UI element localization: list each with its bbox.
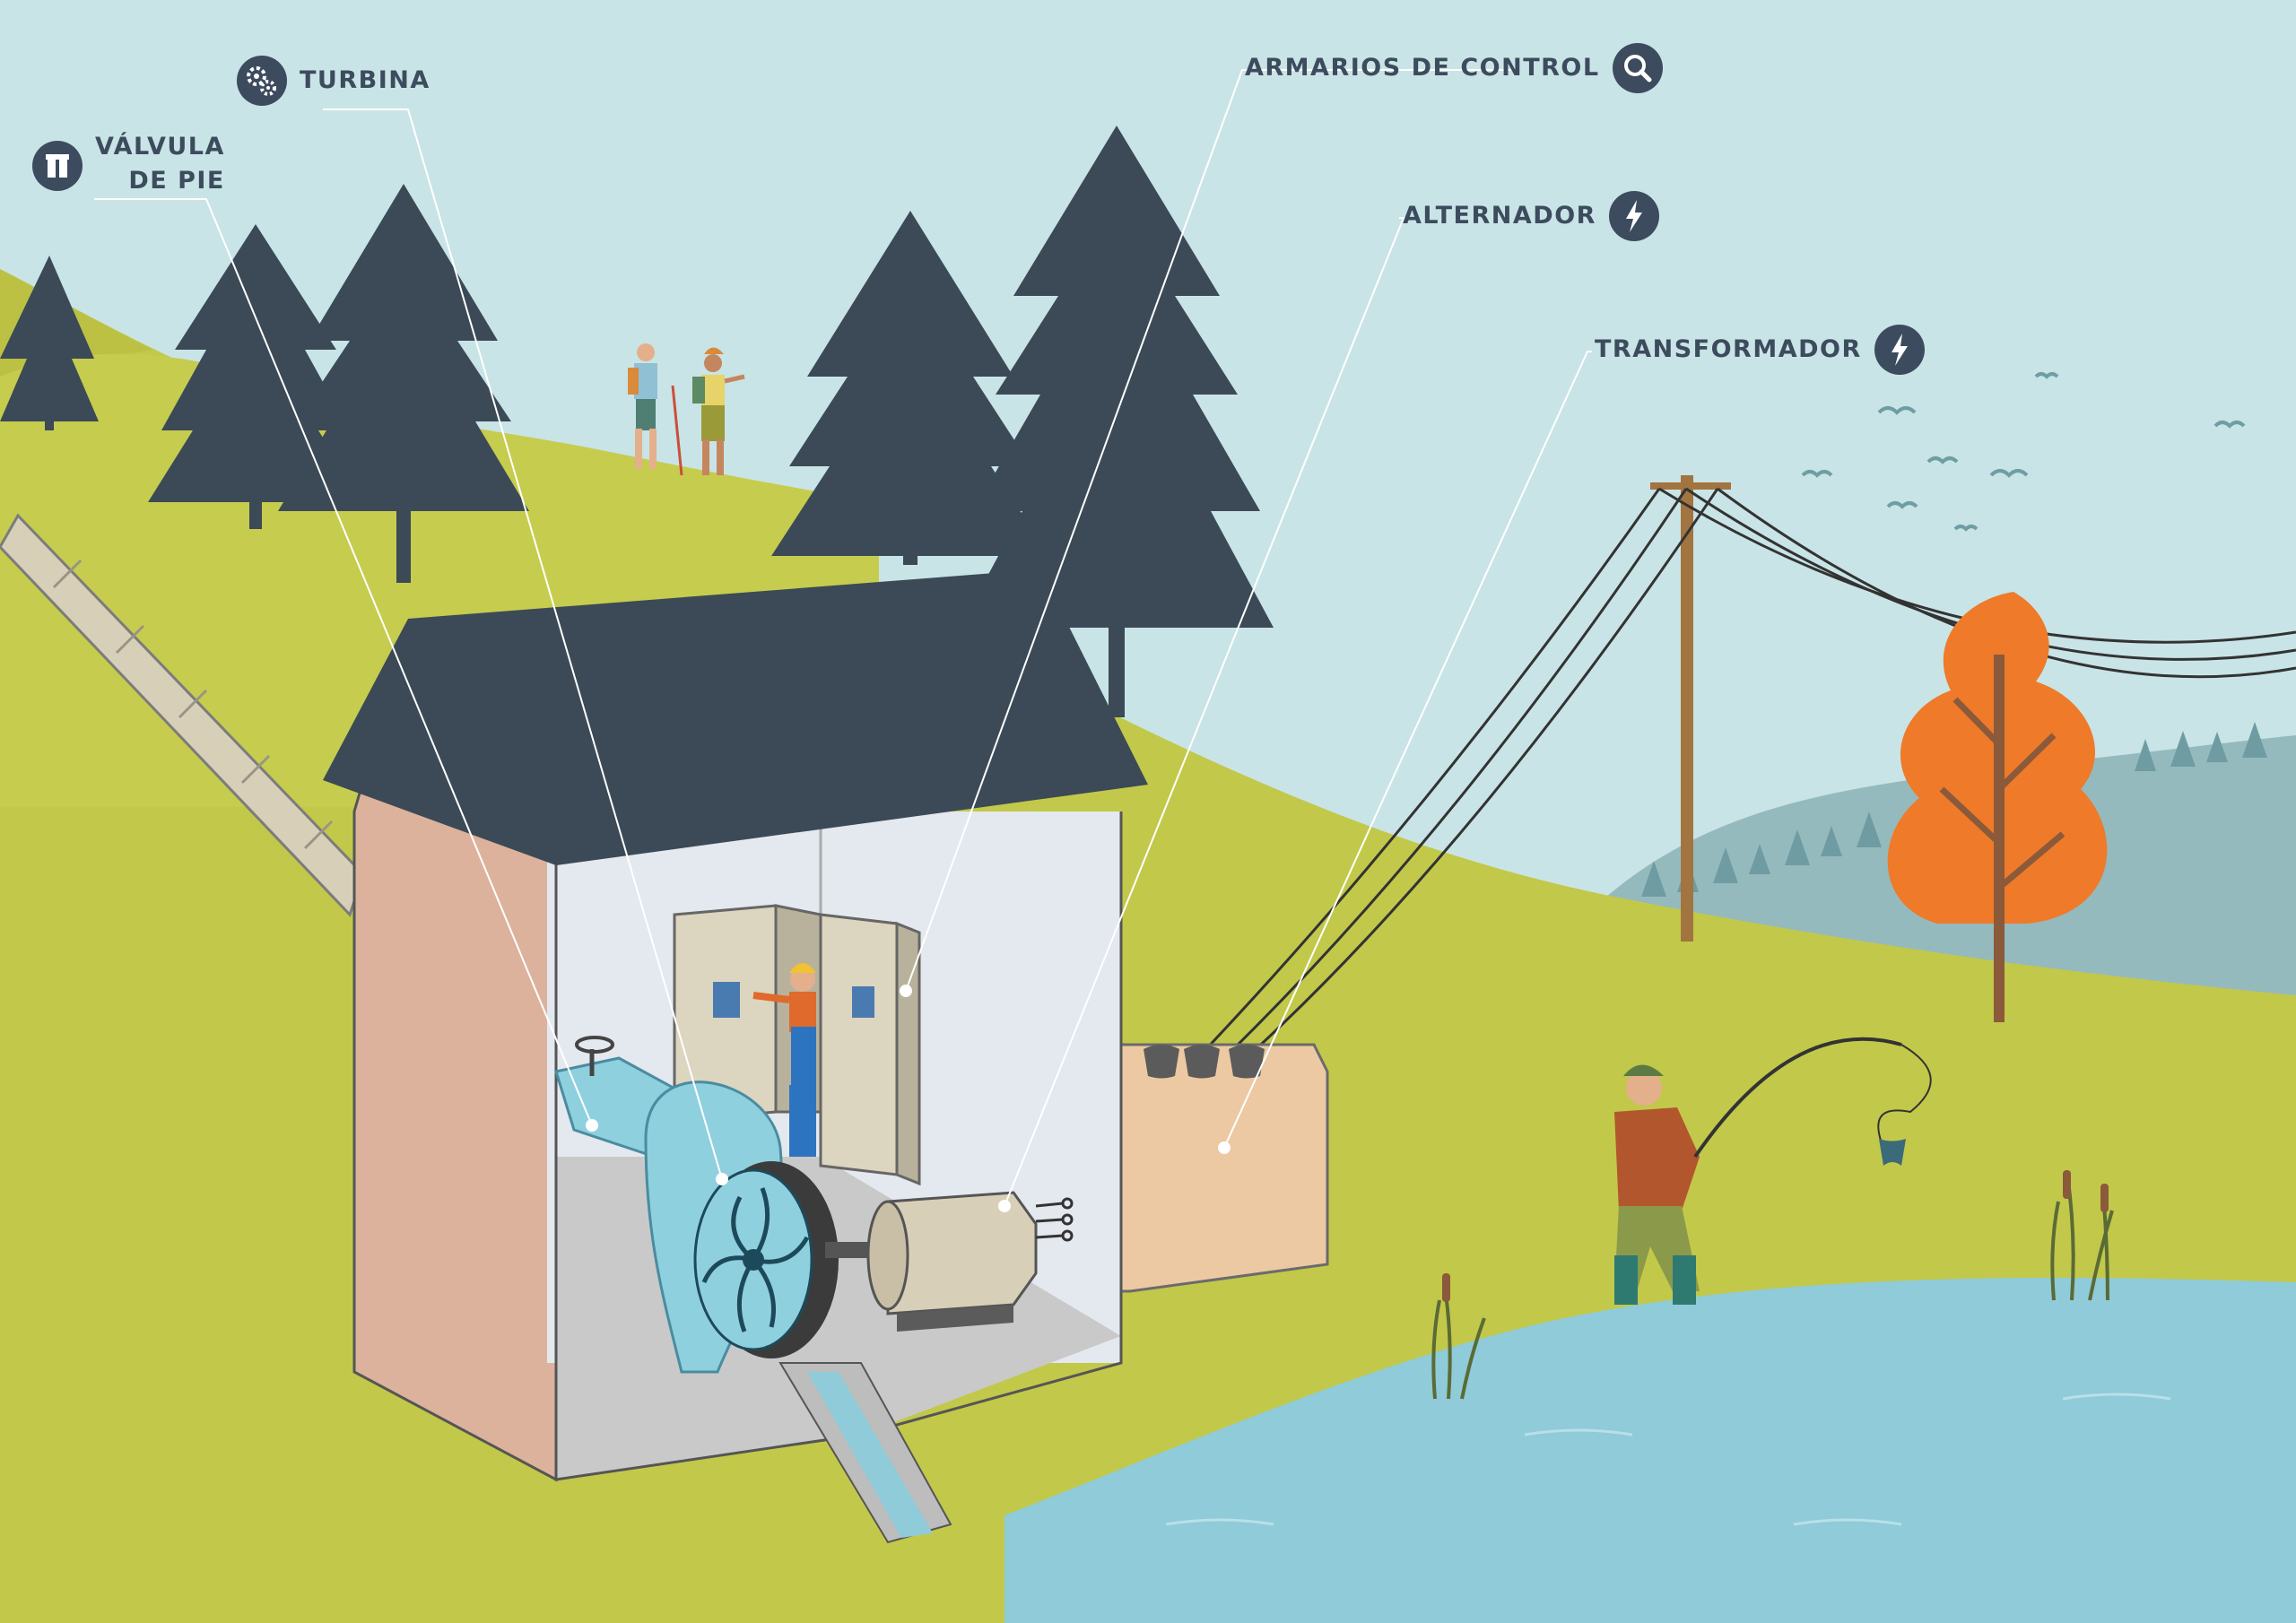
cabinets-point (900, 985, 912, 997)
leader-lines (94, 69, 1592, 1207)
powerhouse (323, 569, 1148, 1544)
callout-valvula: VÁLVULA DE PIE (32, 130, 225, 198)
transformer (1119, 1043, 1329, 1293)
autumn-tree (1887, 592, 2108, 1022)
valve-icon (32, 141, 83, 191)
label-armarios: ARMARIOS DE CONTROL (1245, 54, 1600, 82)
label-turbina: TURBINA (300, 66, 430, 94)
callout-turbina: TURBINA (237, 56, 430, 106)
gears-icon (237, 56, 287, 106)
callout-transformador: TRANSFORMADOR (1595, 325, 1925, 375)
alternator (866, 1191, 1074, 1332)
label-transformador: TRANSFORMADOR (1595, 335, 1862, 363)
conifer-trees (0, 126, 1274, 717)
magnifier-icon (1612, 43, 1663, 93)
distant-forest (1641, 722, 2267, 897)
label-alternador: ALTERNADOR (1403, 202, 1596, 230)
callout-armarios: ARMARIOS DE CONTROL (1245, 43, 1663, 93)
turbine (644, 1081, 888, 1374)
birds (1801, 372, 2246, 532)
label-valvula-line2: DE PIE (128, 167, 225, 195)
transformer-point (1218, 1141, 1231, 1154)
callout-alternador: ALTERNADOR (1403, 191, 1659, 241)
alternator-point (998, 1200, 1011, 1212)
worker (752, 963, 816, 1157)
turbine-point (716, 1173, 728, 1185)
label-valvula: VÁLVULA DE PIE (95, 130, 225, 198)
label-valvula-line1: VÁLVULA (95, 133, 225, 161)
fisherman (1614, 1037, 1932, 1305)
valve-point (586, 1119, 598, 1132)
lightning-icon (1608, 191, 1659, 241)
lightning-icon (1874, 325, 1925, 375)
hikers (628, 343, 745, 476)
river (1004, 1278, 2296, 1623)
